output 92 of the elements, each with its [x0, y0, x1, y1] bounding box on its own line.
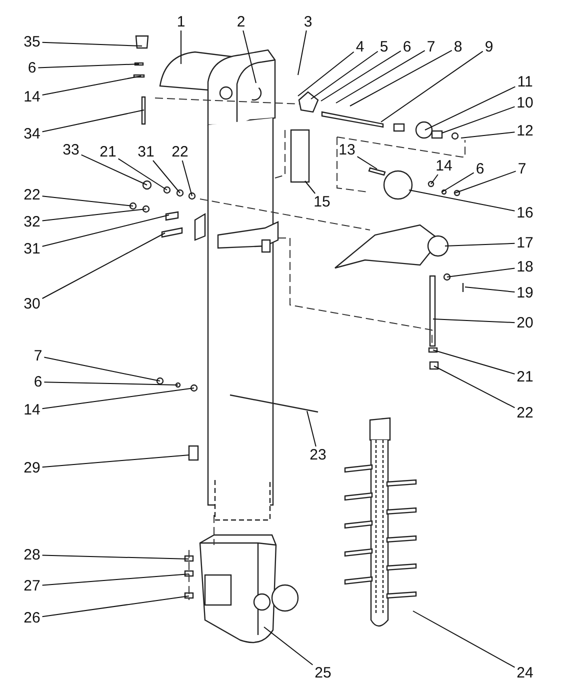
callout-number: 6	[474, 162, 486, 176]
leader-line	[42, 388, 194, 410]
callout-number: 14	[22, 402, 42, 418]
callout-number: 6	[402, 40, 412, 54]
leader-line	[42, 596, 190, 618]
leader-line	[350, 50, 452, 106]
callout-number: 22	[170, 144, 190, 160]
leader-line	[430, 174, 438, 184]
callout-number: 18	[516, 260, 534, 274]
callout-number: 27	[22, 578, 42, 594]
callout-number: 15	[312, 194, 332, 210]
callout-number: 7	[426, 40, 436, 54]
leader-line	[432, 350, 516, 374]
callout-number: 22	[516, 406, 534, 420]
leader-line	[434, 366, 516, 408]
callout-number: 30	[22, 296, 42, 312]
leader-line	[182, 160, 192, 196]
leader-line	[42, 574, 190, 586]
callout-number: 17	[516, 236, 534, 250]
leader-line	[432, 318, 516, 324]
leader-line	[44, 356, 160, 382]
callout-number: 7	[32, 348, 44, 364]
callout-number: 24	[516, 666, 534, 680]
leader-line	[320, 50, 402, 102]
callout-number: 33	[62, 142, 80, 158]
leader-line	[242, 30, 256, 84]
leader-line	[424, 86, 516, 130]
leader-line	[310, 50, 378, 100]
callout-number: 4	[354, 40, 366, 54]
callout-number: 3	[302, 14, 314, 30]
leader-line	[42, 214, 170, 247]
callout-number: 5	[378, 40, 390, 54]
callout-number: 21	[516, 370, 534, 384]
leader-line	[442, 172, 474, 192]
leader-line	[118, 158, 168, 190]
leader-line	[446, 268, 516, 278]
callout-number: 14	[22, 90, 42, 104]
leader-line	[442, 106, 516, 134]
callout-number: 8	[452, 40, 464, 54]
callout-number: 26	[22, 610, 42, 626]
callout-number: 7	[516, 162, 528, 176]
callout-number: 31	[22, 242, 42, 256]
leader-line	[42, 42, 142, 46]
callout-number: 31	[136, 144, 156, 160]
callout-number: 1	[176, 14, 186, 30]
leader-line	[298, 51, 354, 96]
callout-number: 29	[22, 460, 42, 476]
leader-line	[264, 626, 314, 666]
leader-line	[464, 286, 516, 292]
leader-line	[298, 30, 307, 76]
leader-line	[42, 554, 190, 560]
leader-line	[454, 170, 516, 194]
leader-line	[42, 454, 190, 468]
callout-number: 25	[314, 666, 332, 680]
leader-line	[42, 208, 146, 222]
callout-number: 32	[22, 214, 42, 230]
leader-line	[80, 154, 148, 186]
callout-number: 10	[516, 96, 534, 110]
leader-line	[42, 196, 134, 206]
leader-line	[336, 50, 426, 104]
leader-line	[356, 156, 378, 170]
leader-line	[38, 64, 140, 68]
leader-line	[44, 382, 178, 386]
callout-number: 14	[434, 158, 454, 174]
callout-number: 20	[516, 316, 534, 330]
leader-line	[42, 110, 144, 132]
callout-number: 6	[26, 60, 38, 76]
leader-line	[444, 242, 516, 246]
callout-number: 34	[22, 126, 42, 142]
leader-line	[304, 180, 316, 194]
leader-line	[412, 610, 516, 668]
callout-number: 23	[308, 448, 328, 462]
leader-line	[408, 190, 516, 212]
leader-line	[180, 30, 182, 64]
callout-number: 9	[484, 40, 494, 54]
leader-line	[42, 232, 166, 299]
callout-number: 16	[516, 206, 534, 220]
callout-number: 35	[22, 34, 42, 50]
leader-line	[152, 160, 180, 194]
callout-number: 21	[98, 144, 118, 160]
callout-number: 28	[22, 548, 42, 562]
leader-line	[306, 410, 316, 447]
callout-number: 11	[516, 74, 534, 90]
leader-line	[460, 132, 516, 138]
callout-number: 12	[516, 124, 534, 138]
callout-number: 22	[22, 188, 42, 202]
leader-line	[380, 50, 484, 122]
leader-line	[42, 76, 142, 96]
callout-number: 19	[516, 286, 534, 300]
callout-number: 2	[236, 14, 246, 30]
callout-number: 6	[32, 374, 44, 390]
callout-number: 13	[338, 142, 356, 158]
